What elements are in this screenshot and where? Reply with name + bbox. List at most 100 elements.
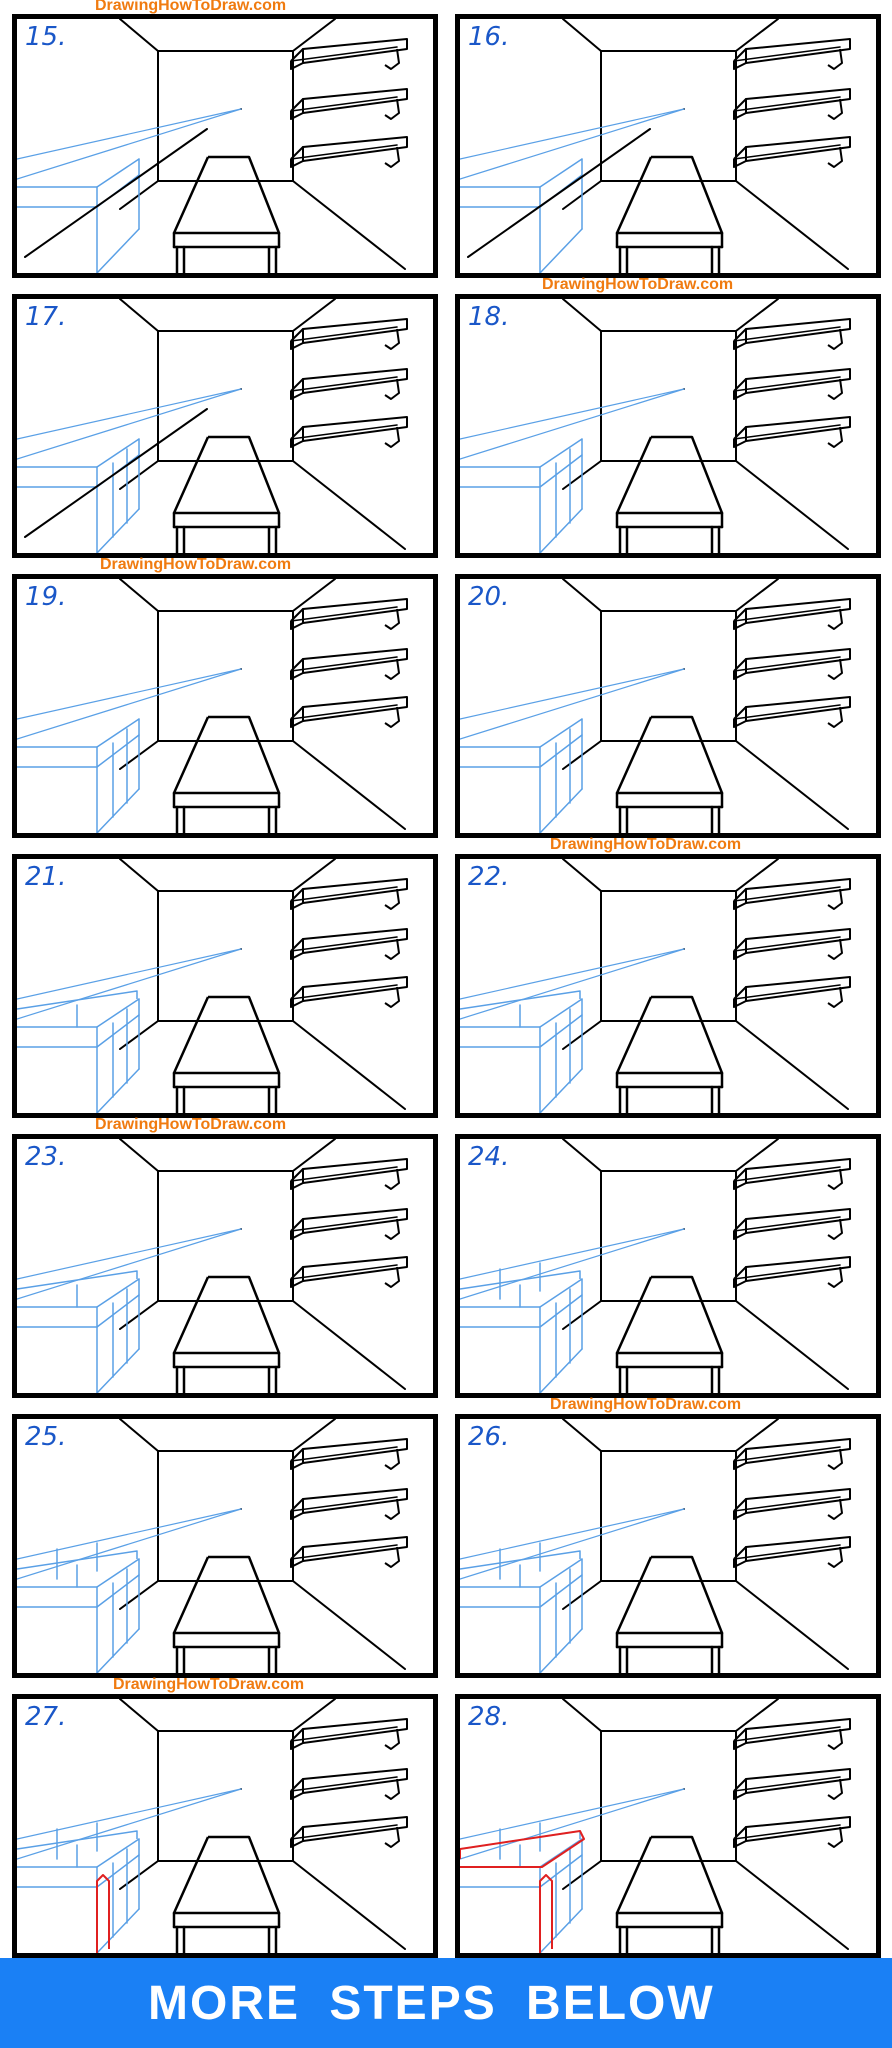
shelf-edge (733, 1216, 841, 1232)
wall-shelf (290, 1536, 408, 1568)
back-wall (157, 330, 294, 462)
room-drawing (17, 299, 408, 553)
ceiling-edge (735, 579, 779, 612)
shelf-bracket (384, 1778, 400, 1800)
ceiling-edge (292, 1419, 336, 1452)
shelf-bracket (384, 706, 400, 728)
ceiling-edge (119, 859, 159, 892)
sofa-side (539, 998, 583, 1028)
perspective-guide (17, 108, 242, 180)
back-wall (600, 1730, 737, 1862)
sofa-front (460, 1866, 541, 1953)
shelf-edge (290, 656, 398, 672)
shelf-edge (290, 1544, 398, 1560)
shelf-bracket (384, 1218, 400, 1240)
shelf-bracket (384, 328, 400, 350)
perspective-guide (17, 668, 242, 740)
perspective-guide (460, 1788, 685, 1860)
sofa-front (17, 1026, 98, 1113)
table-top (615, 1835, 724, 1915)
floor-edge (292, 1020, 406, 1110)
wall-shelf (290, 136, 408, 168)
shelf-bracket (384, 658, 400, 680)
ceiling-edge (292, 1139, 336, 1172)
step-number: 27. (25, 1702, 67, 1732)
wall-shelf (290, 648, 408, 680)
shelf-edge (290, 1726, 398, 1742)
ceiling-edge (562, 1419, 602, 1452)
step-number: 17. (25, 302, 67, 332)
sofa-side (539, 788, 583, 833)
sofa-sketch (17, 1788, 242, 1953)
sofa-side (539, 438, 583, 468)
table-top (172, 1835, 281, 1915)
sofa-side (96, 1294, 140, 1328)
shelf-edge (733, 1776, 841, 1792)
sofa-side (96, 1574, 140, 1608)
step-number: 20. (468, 582, 510, 612)
sofa-sketch (460, 668, 685, 833)
coffee-table (172, 715, 281, 833)
table-top (615, 995, 724, 1075)
floor-edge (735, 1020, 849, 1110)
ceiling-edge (735, 299, 779, 332)
step-number: 28. (468, 1702, 510, 1732)
banner-label: MORE STEPS BELOW (148, 1976, 715, 2030)
step-number: 23. (25, 1142, 67, 1172)
shelf-bracket (384, 98, 400, 120)
room-drawing (460, 579, 851, 833)
sofa-side (539, 1294, 583, 1328)
shelf-bracket (827, 1728, 843, 1750)
table-top (615, 715, 724, 795)
step-number: 16. (468, 22, 510, 52)
perspective-guide (17, 1788, 242, 1840)
sofa-side (96, 1854, 140, 1888)
sofa-side (96, 1278, 140, 1308)
shelf-edge (290, 144, 398, 160)
floor-edge (292, 1300, 406, 1390)
wall-shelf (290, 88, 408, 120)
shelf-bracket (384, 1168, 400, 1190)
sofa-sketch (460, 388, 685, 553)
floor-edge (735, 1580, 849, 1670)
sofa-side (96, 788, 140, 833)
floor-edge (292, 740, 406, 830)
shelf-edge (290, 1264, 398, 1280)
sofa-front (460, 466, 541, 553)
back-wall (157, 1450, 294, 1582)
sofa-side (96, 1068, 140, 1113)
ceiling-edge (119, 19, 159, 52)
perspective-guide (460, 948, 685, 1000)
table-top (172, 1275, 281, 1355)
ceiling-edge (292, 19, 336, 52)
shelf-edge (733, 936, 841, 952)
perspective-guide (17, 1508, 242, 1560)
shelf-bracket (384, 1448, 400, 1470)
wall-shelf (733, 88, 851, 120)
perspective-guide (17, 668, 242, 720)
shelf-bracket (384, 986, 400, 1008)
back-wall (157, 890, 294, 1022)
step-panel: 16. (455, 14, 881, 278)
sofa-side (539, 1068, 583, 1113)
shelf-bracket (384, 48, 400, 70)
step-number: 24. (468, 1142, 510, 1172)
sofa-side (539, 1014, 583, 1048)
shelf-edge (290, 606, 398, 622)
ceiling-edge (735, 19, 779, 52)
sofa-front (17, 466, 98, 553)
step-panel: 19. (12, 574, 438, 838)
ceiling-edge (292, 579, 336, 612)
shelf-edge (733, 704, 841, 720)
step-panel: 22. (455, 854, 881, 1118)
sofa-sketch (460, 108, 685, 273)
ceiling-edge (735, 1699, 779, 1732)
step-panel: 23. (12, 1134, 438, 1398)
wall-shelf (733, 1208, 851, 1240)
floor-edge (735, 1300, 849, 1390)
ceiling-edge (562, 19, 602, 52)
ceiling-edge (735, 859, 779, 892)
back-wall (157, 1730, 294, 1862)
perspective-guide (17, 108, 242, 160)
wall-shelf (290, 1488, 408, 1520)
